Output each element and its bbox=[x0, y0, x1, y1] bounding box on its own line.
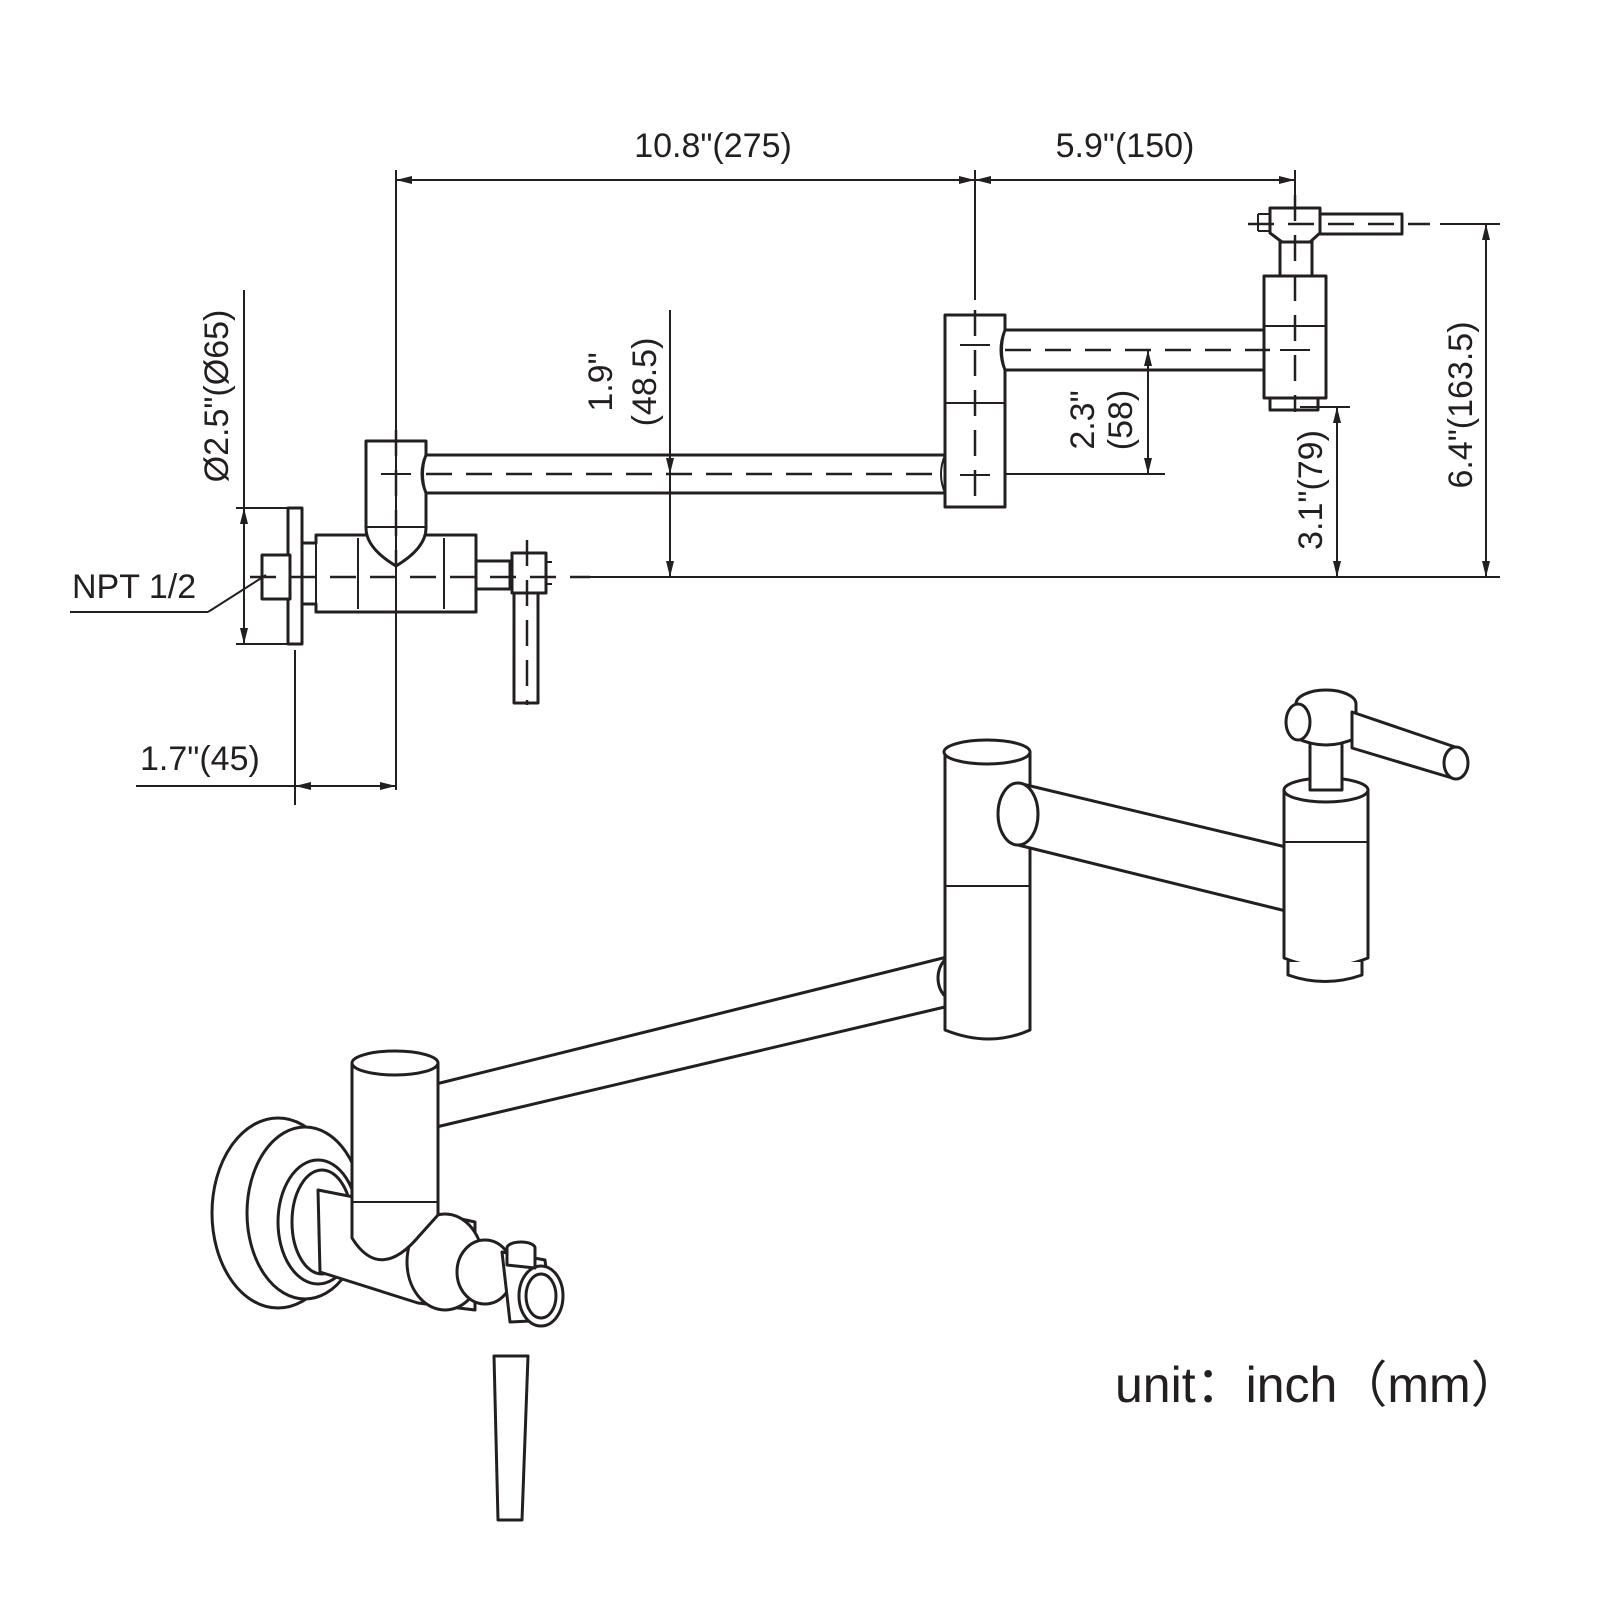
valve-handle-hub bbox=[510, 551, 548, 595]
dim-wall-offset: 1.7"(45) bbox=[140, 740, 260, 778]
perspective-spout-body bbox=[1282, 788, 1370, 968]
dim-thread: NPT 1/2 bbox=[72, 568, 196, 606]
dim-rise-1-in: 1.9" bbox=[582, 352, 620, 411]
valve-lever bbox=[512, 591, 540, 705]
perspective-short-arm bbox=[1016, 781, 1292, 914]
elevation-view: 10.8"(275) 5.9"(150) Ø2.5"(Ø65) NPT 1/2 … bbox=[70, 127, 1500, 805]
valve-body bbox=[300, 533, 478, 614]
perspective-short-arm-end bbox=[996, 781, 1040, 847]
perspective-valve-lever bbox=[492, 1354, 530, 1522]
dim-rise-2-in: 2.3" bbox=[1064, 390, 1102, 449]
perspective-view bbox=[210, 688, 1470, 1522]
dim-length-arm-1: 10.8"(275) bbox=[634, 127, 792, 165]
spout-lever bbox=[1318, 212, 1404, 236]
dim-rise-2-mm: (58) bbox=[1102, 390, 1140, 450]
perspective-swivel-column-1 bbox=[350, 1061, 440, 1262]
dim-total-height: 6.4"(163.5) bbox=[1442, 321, 1480, 488]
dim-length-arm-2: 5.9"(150) bbox=[1056, 127, 1195, 165]
perspective-spout-lever bbox=[1350, 710, 1460, 780]
dim-flange-diameter: Ø2.5"(Ø65) bbox=[198, 310, 236, 483]
perspective-aerator bbox=[1286, 960, 1364, 983]
perspective-long-arm bbox=[430, 953, 968, 1130]
dim-spout-height: 3.1"(79) bbox=[1292, 430, 1330, 550]
valve-stem bbox=[474, 559, 512, 591]
unit-label: unit：inch（mm） bbox=[1115, 1357, 1521, 1413]
dim-rise-1-mm: (48.5) bbox=[626, 338, 664, 427]
